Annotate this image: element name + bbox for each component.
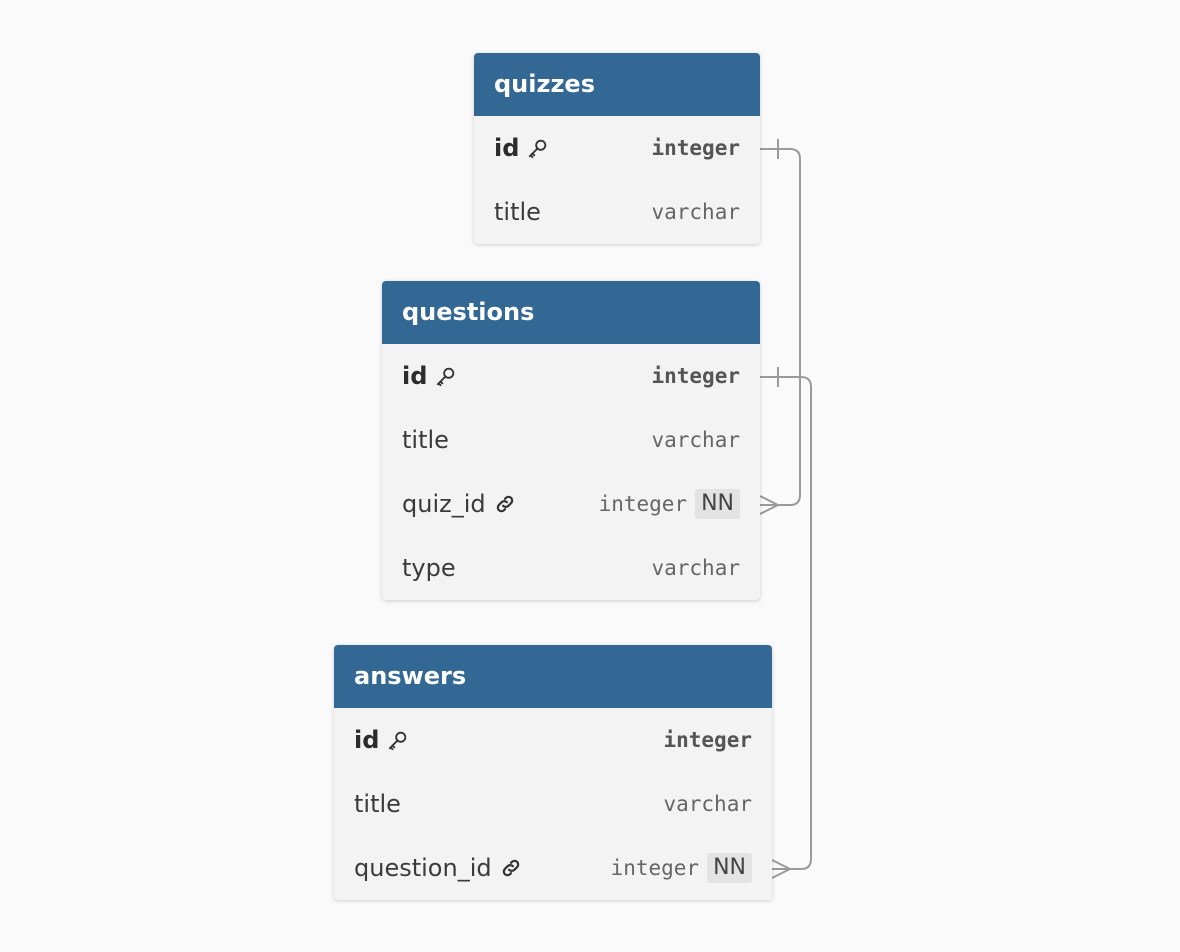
column-row-answers-question-id[interactable]: question_id integer NN (334, 836, 772, 900)
column-name: id (354, 726, 409, 754)
column-row-quizzes-title[interactable]: title varchar (474, 180, 760, 244)
column-name: question_id (354, 854, 522, 882)
column-name-text: id (494, 134, 520, 162)
column-name-text: id (402, 362, 428, 390)
relation-quizzes-questions[interactable] (759, 139, 801, 515)
many-marker-answers (771, 859, 791, 879)
link-icon (502, 859, 519, 877)
column-type-wrap: integer (651, 136, 740, 160)
column-type-wrap: integer (651, 364, 740, 388)
column-name-text: quiz_id (402, 490, 486, 518)
column-name: id (494, 134, 549, 162)
key-icon (389, 731, 407, 751)
column-type-wrap: varchar (651, 428, 740, 452)
table-header-answers[interactable]: answers (334, 645, 772, 708)
column-name: title (494, 198, 541, 226)
column-name-text: id (354, 726, 380, 754)
many-marker-questions (759, 495, 779, 515)
table-answers[interactable]: answers id integer title varchar questio… (334, 645, 772, 900)
column-type: integer (598, 492, 688, 516)
column-type: integer (610, 856, 700, 880)
not-null-badge: NN (695, 489, 740, 519)
not-null-badge: NN (707, 853, 752, 883)
column-row-answers-title[interactable]: title varchar (334, 772, 772, 836)
column-name: id (402, 362, 457, 390)
table-quizzes[interactable]: quizzes id integer title varchar (474, 53, 760, 244)
column-name: type (402, 554, 456, 582)
column-type: varchar (651, 556, 740, 580)
column-type-wrap: varchar (663, 792, 752, 816)
key-icon (437, 367, 455, 387)
column-type-wrap: integer NN (599, 489, 740, 519)
relation-questions-answers[interactable] (760, 367, 812, 879)
column-type-wrap: varchar (651, 200, 740, 224)
table-questions[interactable]: questions id integer title varchar quiz_… (382, 281, 760, 600)
table-header-quizzes[interactable]: quizzes (474, 53, 760, 116)
relation-line-quizzes-questions (760, 148, 801, 506)
column-type: integer (651, 136, 740, 160)
column-type-wrap: varchar (651, 556, 740, 580)
column-row-questions-type[interactable]: type varchar (382, 536, 760, 600)
column-type: varchar (651, 200, 740, 224)
column-type: varchar (663, 792, 752, 816)
column-type-wrap: integer (663, 728, 752, 752)
column-name: title (354, 790, 401, 818)
column-row-answers-id[interactable]: id integer (334, 708, 772, 772)
column-row-questions-id[interactable]: id integer (382, 344, 760, 408)
column-name: title (402, 426, 449, 454)
column-type: varchar (651, 428, 740, 452)
column-name: quiz_id (402, 490, 516, 518)
table-header-questions[interactable]: questions (382, 281, 760, 344)
column-row-questions-quiz-id[interactable]: quiz_id integer NN (382, 472, 760, 536)
column-row-quizzes-id[interactable]: id integer (474, 116, 760, 180)
key-icon (529, 139, 547, 159)
column-name-text: question_id (354, 854, 492, 882)
column-type-wrap: integer NN (611, 853, 752, 883)
column-type: integer (663, 728, 752, 752)
column-type: integer (651, 364, 740, 388)
link-icon (496, 495, 513, 513)
relation-line-questions-answers (760, 376, 812, 870)
column-row-questions-title[interactable]: title varchar (382, 408, 760, 472)
